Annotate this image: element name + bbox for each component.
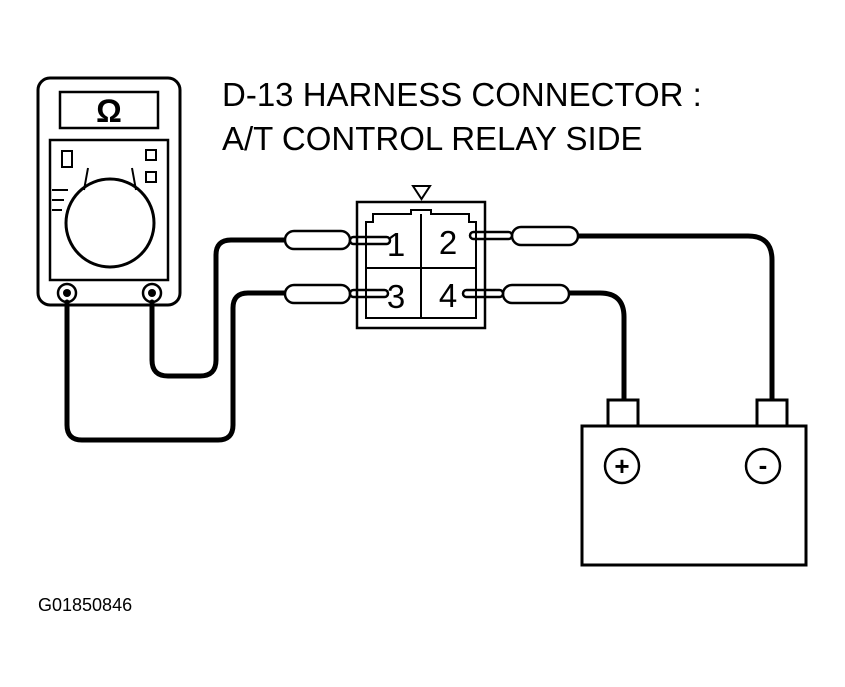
title-line-2: A/T CONTROL RELAY SIDE <box>222 120 643 157</box>
probes <box>283 225 580 305</box>
battery: + - <box>580 398 808 567</box>
battery-positive-label: + <box>614 451 629 481</box>
battery-terminal-negative <box>755 398 789 430</box>
selector-dial <box>64 177 156 269</box>
pin-3-label: 3 <box>387 278 405 315</box>
ohm-symbol: Ω <box>96 93 122 129</box>
wires <box>64 233 775 443</box>
battery-terminal-positive <box>606 398 640 430</box>
battery-case <box>580 424 808 567</box>
probe-pin3 <box>283 283 352 305</box>
probe-pin1 <box>283 229 352 251</box>
battery-negative-label: - <box>759 450 768 480</box>
figure-id: G01850846 <box>38 595 132 615</box>
harness-connector: 1 2 3 4 <box>355 185 487 330</box>
probe-pin2 <box>510 225 580 247</box>
ohmmeter: Ω <box>36 76 182 307</box>
wire-pin2-to-battery-negative <box>575 233 775 403</box>
wire-meter-to-pin1 <box>149 237 290 379</box>
connector-orientation-marker <box>411 185 432 201</box>
wire-meter-to-pin3 <box>64 290 290 443</box>
pin-2-label: 2 <box>439 224 457 261</box>
title-line-1: D-13 HARNESS CONNECTOR : <box>222 76 702 113</box>
wire-pin4-to-battery-positive <box>565 290 627 403</box>
pin-4-label: 4 <box>439 277 457 314</box>
probe-pin4 <box>501 283 571 305</box>
pin-1-label: 1 <box>387 226 405 263</box>
